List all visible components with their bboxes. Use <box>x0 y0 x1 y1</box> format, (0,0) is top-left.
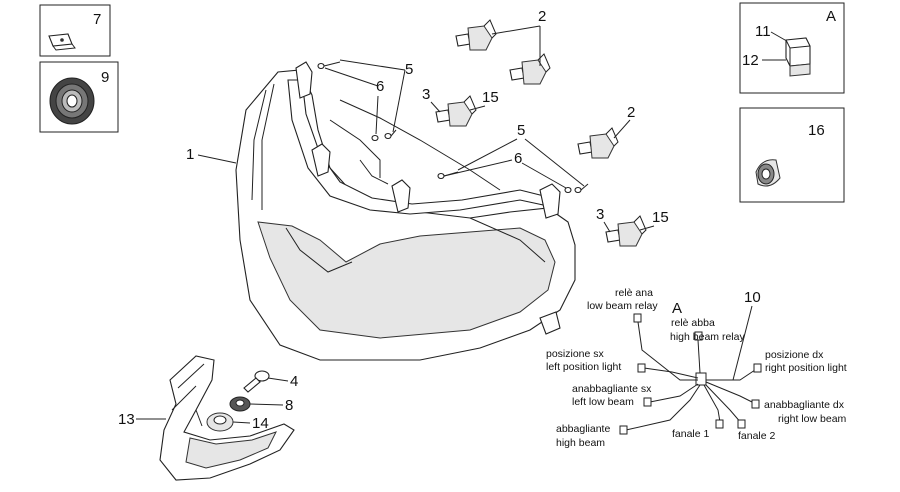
callout-15-mid: 15 <box>482 89 499 106</box>
callout-3-right: 3 <box>596 206 604 223</box>
label-rele-abba: relè abba <box>671 317 715 329</box>
screws-washers-right <box>437 171 589 194</box>
terminal-fanale-2 <box>737 419 746 429</box>
label-high-beam-relay: high beam relay <box>670 331 745 343</box>
inset-box-7: 7 <box>39 4 111 57</box>
callout-5-right: 5 <box>517 122 525 139</box>
bulb-socket-grommet-icon <box>755 159 781 187</box>
relay-connector-icon <box>785 37 811 77</box>
label-right-low-beam: right low beam <box>778 413 847 425</box>
bulb-socket-top-1 <box>455 19 497 51</box>
label-anabbagliante-dx: anabbagliante dx <box>764 399 845 411</box>
callout-6-right: 6 <box>514 150 522 167</box>
terminal-low-beam-relay <box>633 313 642 323</box>
callouts-main: 1 2 3 15 5 6 2 5 6 3 15 4 8 14 13 <box>118 8 669 432</box>
callout-10: 10 <box>744 289 761 306</box>
harness-a-letter: A <box>672 300 682 317</box>
lower-bracket-assembly <box>159 355 295 481</box>
callout-3-mid: 3 <box>422 86 430 103</box>
callout-13: 13 <box>118 411 135 428</box>
screw-4-icon <box>243 370 270 393</box>
label-low-beam-relay: low beam relay <box>587 300 658 312</box>
callout-1: 1 <box>186 146 194 163</box>
washer-8-icon <box>229 396 251 412</box>
screws-washers-top <box>317 61 397 142</box>
inset-box-16: 16 <box>739 107 845 203</box>
callout-4: 4 <box>290 373 298 390</box>
label-fanale-2: fanale 2 <box>738 430 776 442</box>
label-left-low-beam: left low beam <box>572 396 634 408</box>
grommet-14-icon <box>206 412 234 432</box>
inset-box-9: 9 <box>39 61 119 133</box>
headlight-assembly <box>235 61 576 361</box>
label-abbagliante: abbagliante <box>556 423 610 435</box>
callout-8: 8 <box>285 397 293 414</box>
label-anabbagliante-sx: anabbagliante sx <box>572 383 652 395</box>
terminal-left-position-light <box>637 363 646 373</box>
bulb-socket-top-2 <box>509 53 551 85</box>
label-right-position-light: right position light <box>765 362 847 374</box>
callout-9: 9 <box>101 69 109 86</box>
terminal-right-low-beam <box>751 399 760 409</box>
clip-nut-icon <box>48 33 76 51</box>
label-high-beam: high beam <box>556 437 605 449</box>
callout-2-top: 2 <box>538 8 546 25</box>
label-fanale-1: fanale 1 <box>672 428 710 440</box>
label-posizione-dx: posizione dx <box>765 349 824 361</box>
grommet-ring-icon <box>49 77 95 125</box>
label-rele-ana: relè ana <box>615 287 653 299</box>
terminal-high-beam <box>619 425 628 435</box>
bulb-socket-right-2 <box>577 127 619 159</box>
callout-7: 7 <box>93 11 101 28</box>
callout-2-right: 2 <box>627 104 635 121</box>
callout-6-top: 6 <box>376 78 384 95</box>
callout-11: 11 <box>755 23 771 40</box>
inset-box-a: A 11 12 <box>739 2 845 94</box>
terminal-left-low-beam <box>643 397 652 407</box>
callout-5-top: 5 <box>405 61 413 78</box>
terminal-right-position-light <box>753 363 762 373</box>
wiring-harness: A 10 relè ana low beam relay relè abba h… <box>546 287 847 449</box>
callout-15-right: 15 <box>652 209 669 226</box>
label-left-position-light: left position light <box>546 361 621 373</box>
terminal-fanale-1 <box>715 419 724 429</box>
callout-12: 12 <box>742 52 759 69</box>
bulb-socket-mid-3-15 <box>435 95 477 127</box>
box-a-letter: A <box>826 8 836 25</box>
label-posizione-sx: posizione sx <box>546 348 605 360</box>
callout-16: 16 <box>808 122 825 139</box>
callout-14: 14 <box>252 415 269 432</box>
terminal-high-beam-relay <box>694 331 703 341</box>
bulb-socket-right-3-15 <box>605 215 647 247</box>
